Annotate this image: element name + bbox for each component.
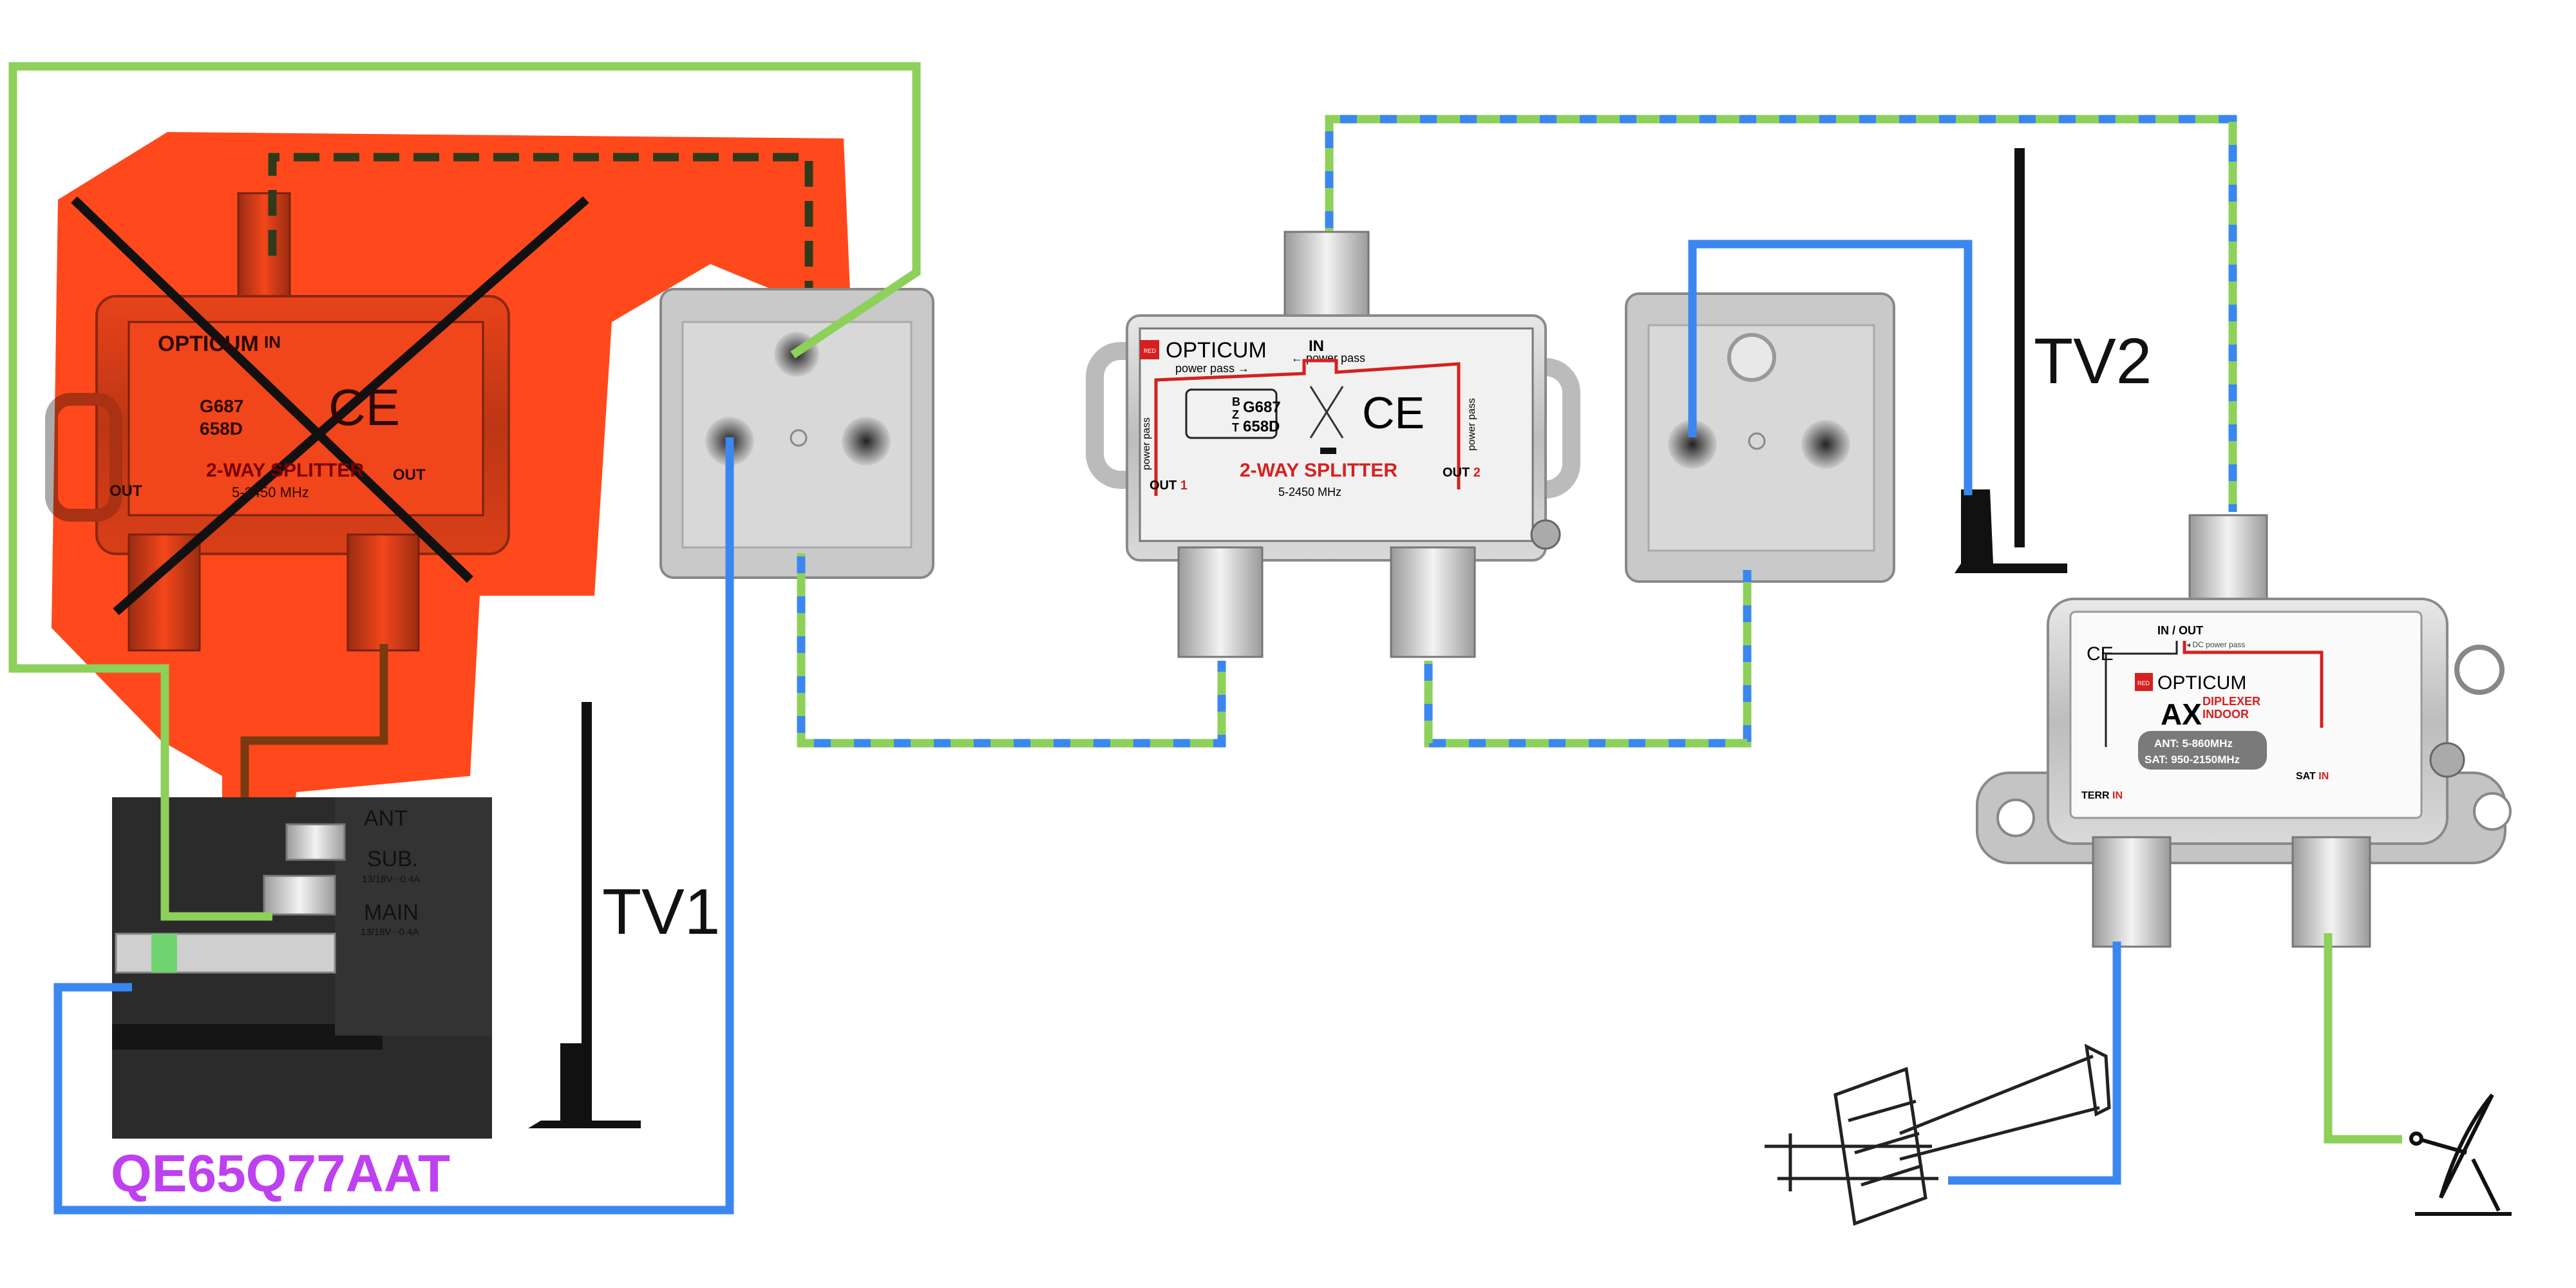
old-out1-label: OUT [109,482,142,500]
old-out2-label: OUT [393,466,426,484]
weee-icon [1309,386,1344,454]
old-cert-code-1: G687 [200,396,244,416]
sat-sub-port [285,823,346,861]
wall-socket-2 [1625,292,1895,583]
combined-cable-splitter-out1-to-socket1 [797,553,1226,748]
satellite-dish-icon [2409,1094,2512,1216]
sub-rating: 13/18V⎓0.4A [362,874,420,885]
ant-range: ANT: 5-860MHz [2154,737,2233,750]
cert-letter-b: B [1232,395,1240,408]
old-ce-mark: CE [328,379,400,436]
cert-letter-z: Z [1232,408,1239,421]
cert-box [1185,388,1278,439]
terrestrial-cable-socket2-to-tv2 [1688,240,1973,495]
sub-label: SUB. [367,847,418,871]
old-range: 5-2450 MHz [232,484,309,500]
terr-in-connector [2092,836,2172,948]
diplexer-in-out: IN / OUT [2157,624,2203,637]
power-pass-left: power pass → [1175,362,1249,375]
power-pass-side-right: power pass [1466,398,1477,451]
terrestrial-cable-antenna-to-diplexer [1948,942,2121,1185]
cert-code-1: G687 [1243,399,1281,416]
terrestrial-antenna-icon [1765,1043,2111,1226]
combined-cable-splitter-out2-to-socket2 [1424,570,1752,748]
sat-port [1727,333,1776,382]
wall-socket-1 [659,288,934,579]
tv1-label: TV1 [602,876,720,948]
diplexer-type-2: INDOOR [2202,708,2249,721]
satellite-cable-dish-to-diplexer [2324,933,2402,1144]
cross-line-1 [71,196,473,583]
screw-icon [790,429,808,447]
diplexer-type-1: DIPLEXER [2202,695,2260,708]
sat-main-port [263,875,336,916]
old-cable-dashed [268,153,813,346]
ground-screw-icon [1530,519,1561,550]
terr-in-label: TERR IN [2081,790,2123,801]
power-pass-right: ← power pass [1291,352,1365,365]
two-way-splitter: RED OPTICUM IN power pass → ← power pass… [1086,231,1580,658]
dc-power-pass: ◂ DC power pass [2186,640,2245,649]
sat-range: SAT: 950-2150MHz [2145,753,2240,766]
tv-model-label: QE65Q77AAT [111,1144,450,1203]
main-label: MAIN [364,900,419,925]
diplexer-badge: RED [2137,680,2150,687]
cross-line-2 [113,196,589,616]
diplexer-brand: OPTICUM [2157,672,2246,694]
out2-connector [1390,546,1476,658]
tv-port [1668,420,1717,469]
old-cert-code-2: 658D [200,419,243,439]
sat-path [2183,641,2324,728]
ce-mark: CE [1362,388,1425,438]
old-title: 2-WAY SPLITTER [206,460,364,481]
radio-port [842,417,891,466]
out2-label: OUT 2 [1443,466,1481,480]
old-brand: OPTICUM [158,332,259,356]
ant-label: ANT [364,806,408,831]
ground-screw-icon [2429,742,2465,778]
old-in-label: IN [264,332,281,352]
cert-letter-t: T [1232,421,1239,434]
brand-badge: RED [1144,348,1157,354]
combined-cable-diplexer-to-splitter-in [1325,115,2237,512]
cert-code-2: 658D [1243,418,1280,435]
satellite-cable-socket1-to-tv [8,62,921,921]
radio-port [1801,420,1850,469]
tv2-icon [1955,148,2067,573]
splitter-brand: OPTICUM [1166,338,1267,363]
plug-green-ring [151,934,177,972]
terrestrial-cable-socket1-to-tv [53,437,734,1215]
tv2-label: TV2 [2034,325,2152,397]
old-splitter-labels: OPTICUM IN G687 658D CE 2-WAY SPLITTER 5… [109,332,426,500]
splitter-title: 2-WAY SPLITTER [1240,460,1397,481]
power-pass-side-left: power pass [1141,417,1152,470]
signal-path [1154,359,1461,496]
out1-label: OUT 1 [1150,478,1188,493]
sat-in-label: SAT IN [2296,771,2329,782]
diplexer-model: AX [2161,697,2202,731]
crossed-out-splitter: OPTICUM IN G687 658D CE 2-WAY SPLITTER 5… [45,132,851,860]
ax-diplexer: CE IN / OUT ◂ DC power pass RED OPTICUM … [1976,514,2512,948]
sat-in-connector [2291,836,2371,948]
antenna-plug [115,933,336,974]
splitter-in-label: IN [1309,337,1324,355]
tv1-icon [528,702,641,1128]
screw-icon [1748,432,1766,450]
tv-back-panel: ANT SUB. 13/18V⎓0.4A MAIN 13/18V⎓0.4A [112,797,492,1139]
out1-connector [1177,546,1264,658]
splitter-range: 5-2450 MHz [1278,486,1341,498]
main-rating: 13/18V⎓0.4A [361,927,419,938]
